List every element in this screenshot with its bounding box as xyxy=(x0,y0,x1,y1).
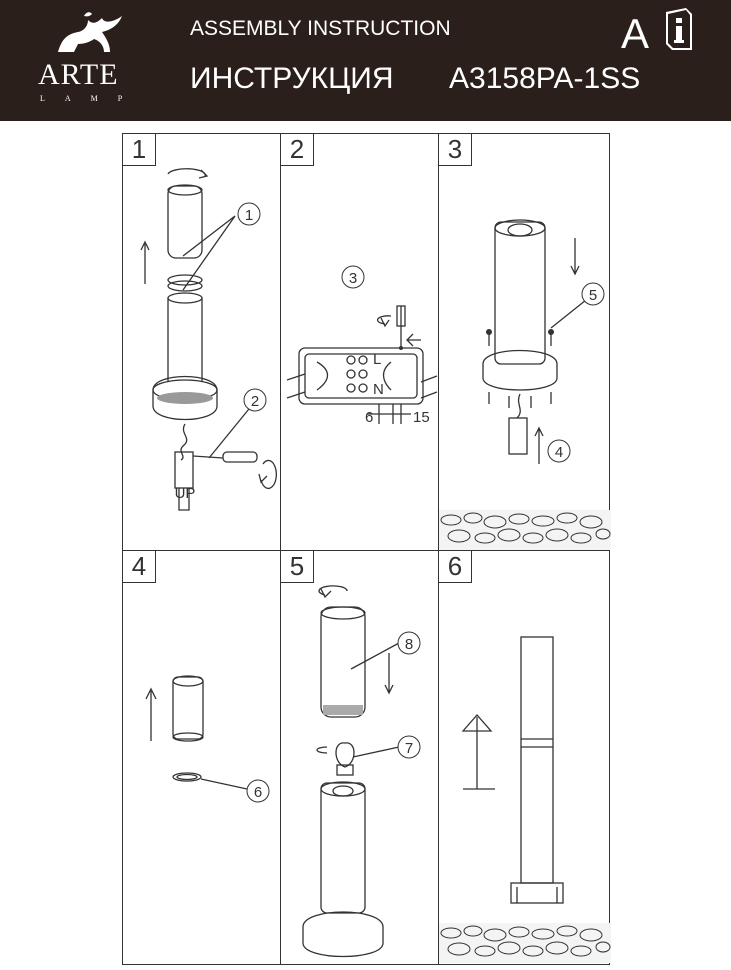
title-en: ASSEMBLY INSTRUCTION xyxy=(190,17,451,40)
step-5-panel: 5 8 7 xyxy=(280,550,439,965)
title-ru: ИНСТРУКЦИЯ xyxy=(190,62,394,95)
step-4-panel: 4 6 xyxy=(122,550,281,965)
step-1-illustration: UP 1 2 xyxy=(140,168,277,511)
step-number: 6 xyxy=(439,551,472,583)
model-number: A3158PA-1SS xyxy=(449,62,641,95)
step-3-panel: 3 5 4 xyxy=(438,133,611,551)
part-label-3: 3 xyxy=(349,270,357,287)
part-label-7: 7 xyxy=(405,740,413,757)
dim-15: 15 xyxy=(413,409,430,426)
step-6-illustration xyxy=(439,636,611,963)
step-number: 3 xyxy=(439,134,472,166)
step-number: 1 xyxy=(123,134,156,166)
part-label-8: 8 xyxy=(405,636,413,653)
step-5-illustration: 8 7 xyxy=(302,585,421,958)
step-2-illustration: L N 6 15 3 xyxy=(286,265,438,426)
part-label-2: 2 xyxy=(251,393,259,410)
terminal-l: L xyxy=(373,351,381,368)
steps-grid: 1 xyxy=(122,133,611,965)
dim-6: 6 xyxy=(365,409,373,426)
step-1-panel: 1 xyxy=(122,133,281,551)
brand-name: ARTE xyxy=(38,58,119,91)
step-number: 2 xyxy=(281,134,314,166)
info-book-icon xyxy=(666,8,692,50)
griffin-logo-icon xyxy=(58,12,122,52)
language-letter: A xyxy=(621,10,650,57)
part-label-4: 4 xyxy=(555,444,563,461)
step-3-illustration: 5 4 xyxy=(439,219,611,550)
part-label-1: 1 xyxy=(245,207,253,224)
step-number: 5 xyxy=(281,551,314,583)
up-label: UP xyxy=(175,485,196,502)
part-label-5: 5 xyxy=(589,287,597,304)
step-4-illustration: 6 xyxy=(145,675,270,803)
step-6-panel: 6 xyxy=(438,550,611,965)
header-bar: ARTE LAMP ASSEMBLY INSTRUCTION ИНСТРУКЦИ… xyxy=(0,0,731,121)
part-label-6: 6 xyxy=(254,784,262,801)
step-2-panel: 2 L N 6 15 xyxy=(280,133,439,551)
terminal-n: N xyxy=(373,381,384,398)
step-number: 4 xyxy=(123,551,156,583)
brand-sub: LAMP xyxy=(40,94,143,103)
